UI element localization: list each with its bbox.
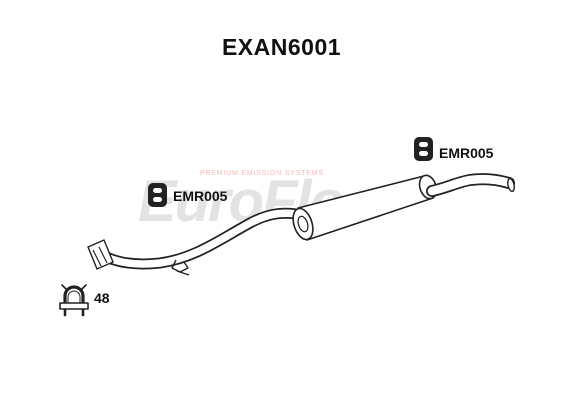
exhaust-pipe bbox=[92, 207, 302, 270]
part-number-title: EXAN6001 bbox=[221, 34, 342, 60]
silencer-body bbox=[292, 174, 438, 241]
pipe-inlet-end bbox=[87, 239, 114, 270]
rubber-hanger-icon bbox=[148, 183, 167, 207]
hanger-code-label: EMR005 bbox=[173, 188, 228, 204]
clamp-code-label: 48 bbox=[94, 290, 110, 306]
pipe-hanger-bracket bbox=[171, 259, 190, 276]
tailpipe bbox=[426, 173, 515, 197]
watermark-tagline: PREMIUM EMISSION SYSTEMS bbox=[200, 170, 324, 177]
rubber-hanger-icon bbox=[414, 137, 433, 161]
hanger-code-label: EMR005 bbox=[439, 145, 494, 161]
u-bolt-clamp-icon bbox=[59, 284, 89, 317]
